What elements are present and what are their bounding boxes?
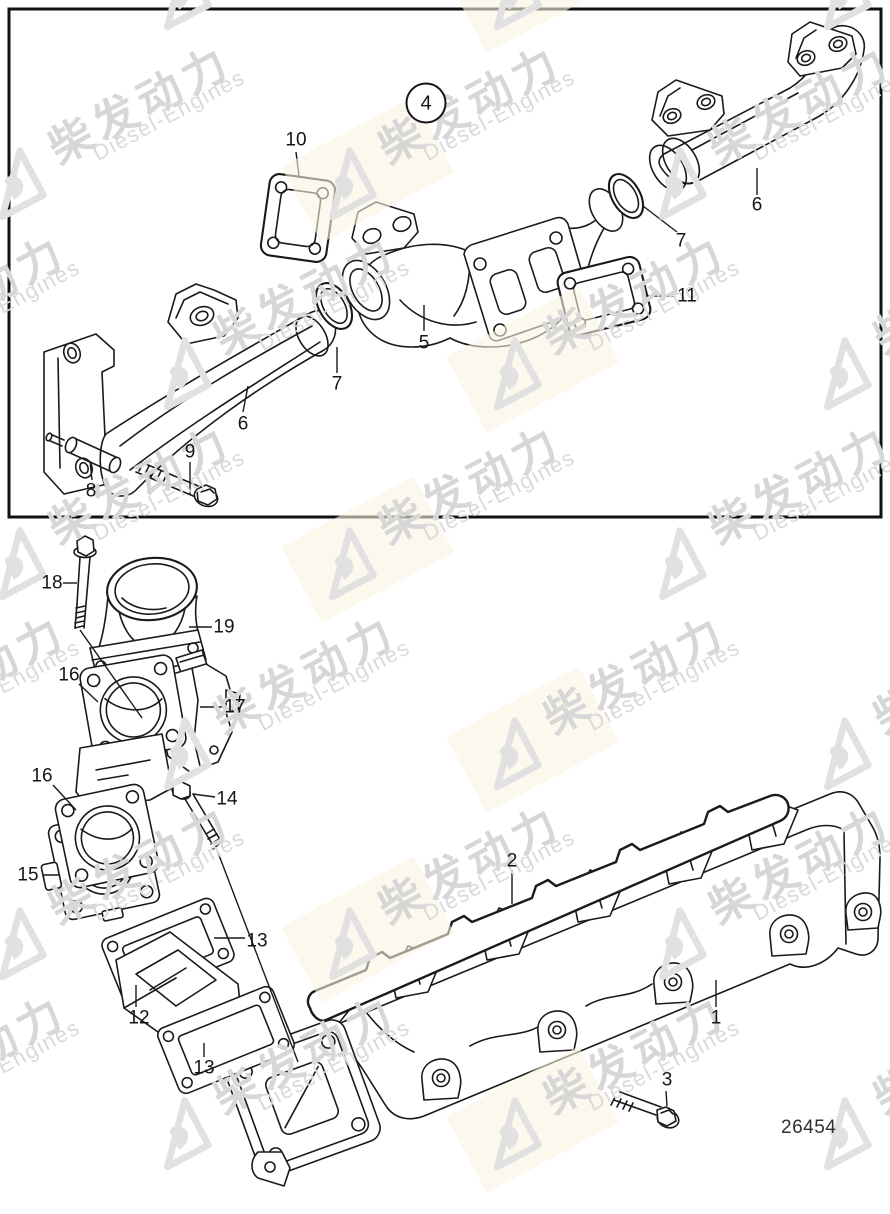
part-9-bolt bbox=[135, 461, 219, 508]
assembly-axis-lines bbox=[79, 629, 299, 1063]
part-callout-18: 18 bbox=[41, 572, 63, 594]
part-callout-7: 7 bbox=[675, 230, 687, 252]
drawing-number: 26454 bbox=[781, 1117, 837, 1138]
part-callout-8: 8 bbox=[85, 480, 97, 502]
part-16-gasket-lower bbox=[54, 783, 160, 889]
leader-lines bbox=[43, 151, 758, 1107]
part-callout-6: 6 bbox=[751, 194, 763, 216]
part-callout-3: 3 bbox=[661, 1069, 673, 1091]
part-callout-2: 2 bbox=[506, 850, 518, 872]
part-7-sealing-ring-rear bbox=[607, 173, 645, 219]
part-6-front-pipe bbox=[43, 283, 337, 497]
part-callout-5: 5 bbox=[418, 332, 430, 354]
part-callout-13: 13 bbox=[246, 930, 268, 952]
part-7-sealing-ring-front bbox=[314, 282, 354, 330]
part-callout-13: 13 bbox=[193, 1057, 215, 1079]
part-callout-7: 7 bbox=[331, 373, 343, 395]
part-18-bolt bbox=[73, 535, 97, 629]
mixer-housing bbox=[75, 733, 173, 807]
part-19-elbow bbox=[89, 556, 207, 683]
part-callout-1: 1 bbox=[710, 1007, 722, 1029]
part-callout-19: 19 bbox=[213, 616, 235, 638]
part-callout-10: 10 bbox=[285, 129, 307, 151]
part-callout-14: 14 bbox=[216, 788, 238, 810]
part-callout-6: 6 bbox=[237, 413, 249, 435]
part-callout-15: 15 bbox=[17, 864, 39, 886]
part-callout-12: 12 bbox=[128, 1007, 150, 1029]
part-callout-9: 9 bbox=[184, 441, 196, 463]
part-13-spacer-lower bbox=[157, 985, 295, 1095]
group-callout-4: 4 bbox=[405, 82, 447, 124]
part-callout-11: 11 bbox=[677, 285, 697, 307]
part-callout-16: 16 bbox=[31, 765, 53, 787]
part-callout-16: 16 bbox=[58, 664, 80, 686]
part-callout-17: 17 bbox=[224, 696, 246, 718]
